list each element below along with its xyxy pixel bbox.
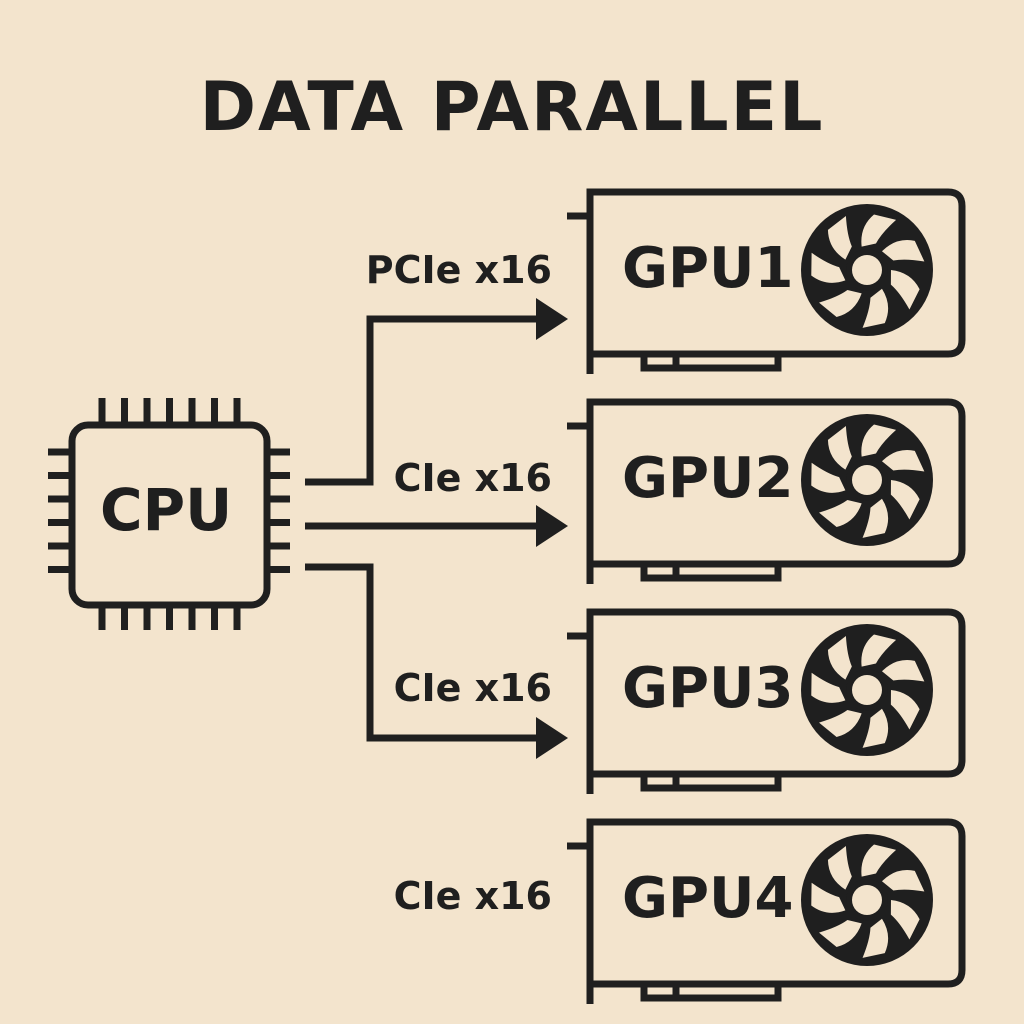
cpu-label: CPU	[100, 476, 233, 544]
fan-icon	[801, 414, 933, 546]
fan-blade	[819, 500, 862, 528]
fan-blade	[827, 215, 852, 260]
fan-blade	[861, 844, 897, 877]
link-label-gpu1: PCIe x16	[365, 248, 552, 292]
fan-icon	[801, 834, 933, 966]
fan-blade	[862, 708, 889, 748]
gpu-card-icon	[567, 188, 966, 374]
fan-blade	[827, 635, 852, 680]
arrowhead-gpu2	[536, 505, 568, 547]
fan-blade	[881, 450, 925, 472]
fan-blade	[811, 672, 846, 703]
link-line-gpu1	[305, 315, 540, 486]
fan-blade	[890, 900, 920, 940]
fan-blade	[819, 710, 862, 738]
fan-blade	[890, 270, 920, 310]
fan-blade	[819, 290, 862, 318]
fan-blade	[861, 214, 897, 247]
fan-blade	[819, 920, 862, 948]
fan-blade	[811, 882, 846, 913]
link-line-gpu3	[305, 563, 540, 742]
fan-icon	[801, 624, 933, 756]
gpu-label-2: GPU2	[622, 446, 794, 511]
gpu-label-4: GPU4	[622, 866, 794, 931]
fan-blade	[881, 660, 925, 682]
fan-blade	[861, 634, 897, 667]
fan-blade	[861, 424, 897, 457]
fan-blade	[890, 690, 920, 730]
arrowhead-gpu3	[536, 717, 568, 759]
gpu-label-1: GPU1	[622, 236, 794, 301]
connectors	[305, 315, 540, 742]
page-title: DATA PARALLEL	[199, 68, 825, 147]
gpu-card-icon	[567, 608, 966, 794]
fan-blade	[862, 288, 889, 328]
fan-blade	[881, 870, 925, 892]
fan-blade	[862, 918, 889, 958]
cpu-chip-icon	[48, 398, 290, 630]
gpu-card-icon	[567, 818, 966, 1004]
link-label-gpu3: CIe x16	[393, 666, 552, 710]
fan-blade	[862, 498, 889, 538]
gpu-label-3: GPU3	[622, 656, 794, 721]
link-label-gpu4: CIe x16	[393, 874, 552, 918]
fan-blade	[827, 425, 852, 470]
fan-blade	[890, 480, 920, 520]
fan-blade	[811, 462, 846, 493]
fan-icon	[801, 204, 933, 336]
arrowhead-gpu1	[536, 298, 568, 340]
fan-blade	[881, 240, 925, 262]
link-label-gpu2: CIe x16	[393, 456, 552, 500]
gpu-card-icon	[567, 398, 966, 584]
fan-blade	[827, 845, 852, 890]
fan-blade	[811, 252, 846, 283]
